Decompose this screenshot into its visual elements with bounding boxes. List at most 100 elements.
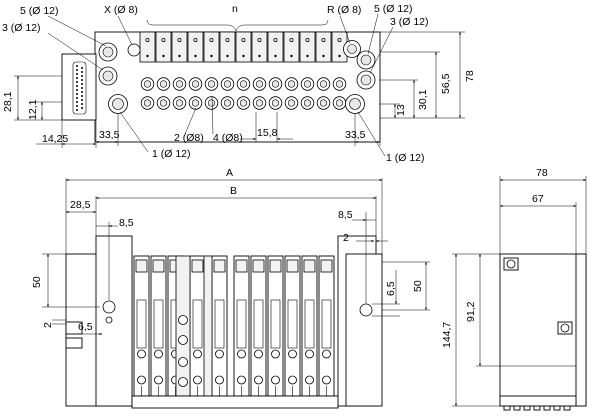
dim-text-28-1: 28,1 <box>2 91 14 112</box>
dim-text-50-left: 50 <box>31 276 43 288</box>
subd-pin <box>76 73 78 75</box>
side-feet <box>503 405 571 411</box>
front-connector-box-2 <box>65 337 83 349</box>
valve-screw-icon <box>145 38 150 43</box>
subd-pin <box>76 97 78 99</box>
valve-marker-icon <box>306 54 309 58</box>
subd-pin <box>76 65 78 67</box>
port-4-inner <box>239 80 248 88</box>
front-valve-label-plate <box>235 259 248 273</box>
port-2-inner <box>271 99 280 107</box>
valve-marker-icon <box>146 54 149 58</box>
port-2-inner <box>207 99 216 107</box>
dim-text-side-144-7: 144,7 <box>441 322 453 348</box>
dim-text-50-right: 50 <box>412 280 424 292</box>
valve-screw-icon <box>257 38 262 43</box>
subd-pin <box>81 95 83 97</box>
port-2-inner <box>239 99 248 107</box>
valve-screw-icon <box>209 38 214 43</box>
front-valve-port-icon <box>237 349 246 359</box>
valve-marker-icon <box>162 54 165 58</box>
front-valve-port-icon <box>193 349 202 359</box>
front-valve-port-icon <box>154 375 163 385</box>
front-valve-window <box>236 299 247 349</box>
port-4-inner <box>175 80 184 88</box>
valve-plate-top <box>171 31 188 63</box>
valve-plate-top <box>283 31 300 63</box>
front-valve-label-plate <box>286 259 299 273</box>
front-valve-port-icon <box>137 375 146 385</box>
dim-text-33-5-right: 33,5 <box>345 129 366 141</box>
dim-text-8-5-left: 8,5 <box>119 217 134 229</box>
subd-pin <box>76 81 78 83</box>
front-base-rail <box>131 395 339 409</box>
front-valve-port-icon <box>154 349 163 359</box>
leader-5-left <box>47 15 107 47</box>
port-4-inner <box>255 80 264 88</box>
port-2-inner <box>159 99 168 107</box>
port-2-inner <box>223 99 232 107</box>
front-valve-window <box>192 299 203 349</box>
valve-plate-top <box>139 31 156 63</box>
front-valve-port-icon <box>137 349 146 359</box>
port-4-inner <box>207 80 216 88</box>
subd-pin <box>76 69 78 71</box>
valve-screw-icon <box>193 38 198 43</box>
label-port-5-right: 5 (Ø 12) <box>374 3 413 15</box>
valve-screw-icon <box>337 38 342 43</box>
dim-text-56-5: 56,5 <box>440 73 452 94</box>
side-foot <box>553 405 561 411</box>
front-mount-hole-right <box>359 303 373 317</box>
subd-pin <box>81 99 83 101</box>
front-valve-body <box>189 255 206 397</box>
front-valve-port-icon <box>322 375 331 385</box>
valve-screw-icon <box>161 38 166 43</box>
valve-screw-icon <box>305 38 310 43</box>
label-port-1-right: 1 (Ø 12) <box>386 152 425 164</box>
front-valve-label-plate <box>213 259 226 273</box>
valve-plate-top <box>219 31 236 63</box>
front-valve-window <box>287 299 298 349</box>
front-connector-box <box>65 321 83 335</box>
front-valve-label-plate <box>252 259 265 273</box>
front-valve-port-icon <box>254 349 263 359</box>
label-port-x: X (Ø 8) <box>104 4 138 16</box>
valve-marker-icon <box>274 54 277 58</box>
front-valve-port-icon <box>322 349 331 359</box>
valve-marker-icon <box>178 54 181 58</box>
label-port-2: 2 (Ø8) <box>174 132 204 144</box>
front-valve-label-plate <box>320 259 333 273</box>
front-valve-port-icon <box>305 349 314 359</box>
front-screw-left <box>105 316 113 324</box>
port-4-inner <box>335 80 344 88</box>
valve-marker-icon <box>242 54 245 58</box>
valve-marker-icon <box>290 54 293 58</box>
label-port-5-left: 5 (Ø 12) <box>20 5 59 17</box>
valve-marker-icon <box>210 54 213 58</box>
front-valve-label-plate <box>135 259 148 273</box>
side-foot <box>543 405 551 411</box>
front-supply-port-icon <box>178 335 188 345</box>
port-1-right-inner <box>349 98 361 110</box>
label-port-4: 4 (Ø8) <box>213 132 243 144</box>
side-foot <box>513 405 521 411</box>
front-valve-window <box>253 299 264 349</box>
front-valve-window <box>153 299 164 349</box>
port-4-inner <box>319 80 328 88</box>
dim-text-30-1: 30,1 <box>417 89 429 110</box>
front-valve-body <box>250 255 267 397</box>
dim-text-78-top: 78 <box>464 70 476 82</box>
front-valve-body <box>267 255 284 397</box>
front-valve-label-plate <box>269 259 282 273</box>
top-view: 5 (Ø 12) 3 (Ø 12) X (Ø 8) n R (Ø 8) 5 (Ø… <box>2 3 476 164</box>
port-r-inner <box>347 44 357 54</box>
top-left-connector-block <box>61 53 97 121</box>
port-x-icon <box>127 43 141 57</box>
front-right-endplate-outer <box>345 253 383 407</box>
valve-marker-icon <box>194 54 197 58</box>
front-left-endplate-upper <box>95 235 133 407</box>
port-2-inner <box>175 99 184 107</box>
valve-marker-icon <box>338 54 341 58</box>
valve-plate-top <box>299 31 316 63</box>
label-port-1-left: 1 (Ø 12) <box>152 148 191 160</box>
